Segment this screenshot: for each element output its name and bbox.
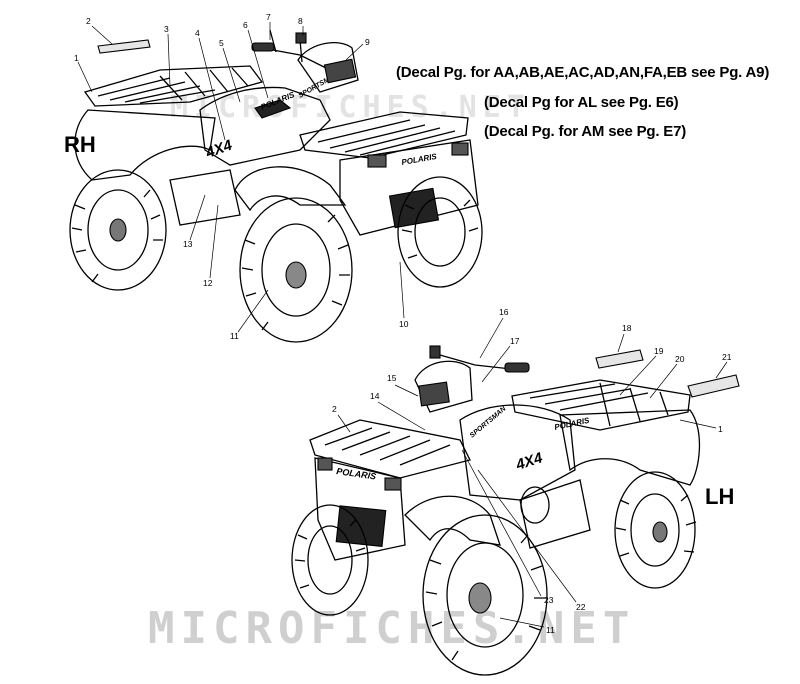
callout-number: 1 [74, 53, 79, 63]
view-label-lh: LH [705, 484, 735, 509]
callout-number: 5 [219, 38, 224, 48]
callout-number: 3 [164, 24, 169, 34]
callout-number: 6 [243, 20, 248, 30]
callout-number: 2 [86, 16, 91, 26]
svg-text:SPORTSMAN: SPORTSMAN [469, 405, 508, 440]
callout-number: 2 [332, 404, 337, 414]
svg-text:POLARIS: POLARIS [336, 466, 377, 481]
callout-number: 9 [365, 37, 370, 47]
svg-text:4X4: 4X4 [203, 136, 235, 162]
callout-number: 17 [510, 336, 520, 346]
callout-number: 7 [266, 12, 271, 22]
watermark-top: MICROFICHES.NET [170, 90, 531, 125]
callout-number: 11 [230, 331, 239, 341]
callout-number: 4 [195, 28, 200, 38]
callout-number: 22 [576, 602, 586, 612]
callout-number: 11 [546, 625, 555, 635]
decal-note-al: (Decal Pg for AL see Pg. E6) [484, 94, 679, 111]
callout-number: 23 [544, 595, 554, 605]
callout-number: 19 [654, 346, 664, 356]
callout-number: 15 [387, 373, 397, 383]
svg-text:4X4: 4X4 [513, 449, 545, 474]
atv-right-view: POLARIS 4X4 SPORTSMAN POLARIS [69, 12, 483, 343]
callout-number: 20 [675, 354, 685, 364]
callout-number: 21 [722, 352, 732, 362]
callout-number: 1 [718, 424, 723, 434]
callout-number: 18 [622, 323, 632, 333]
watermark-bottom: MICROFICHES.NET [148, 603, 636, 654]
decal-note-am: (Decal Pg. for AM see Pg. E7) [484, 123, 687, 140]
svg-text:POLARIS: POLARIS [401, 152, 438, 167]
atv-left-view: POLARIS 4X4 SPORTSMAN POLARIS [291, 307, 740, 676]
callout-number: 16 [499, 307, 509, 317]
callout-number: 12 [203, 278, 213, 288]
callout-number: 8 [298, 16, 303, 26]
decal-note-main: (Decal Pg. for AA,AB,AE,AC,AD,AN,FA,EB s… [396, 64, 770, 81]
callout-number: 14 [370, 391, 380, 401]
callout-number: 10 [399, 319, 409, 329]
view-label-rh: RH [64, 132, 96, 157]
callout-number: 13 [183, 239, 193, 249]
svg-text:POLARIS: POLARIS [554, 416, 591, 432]
